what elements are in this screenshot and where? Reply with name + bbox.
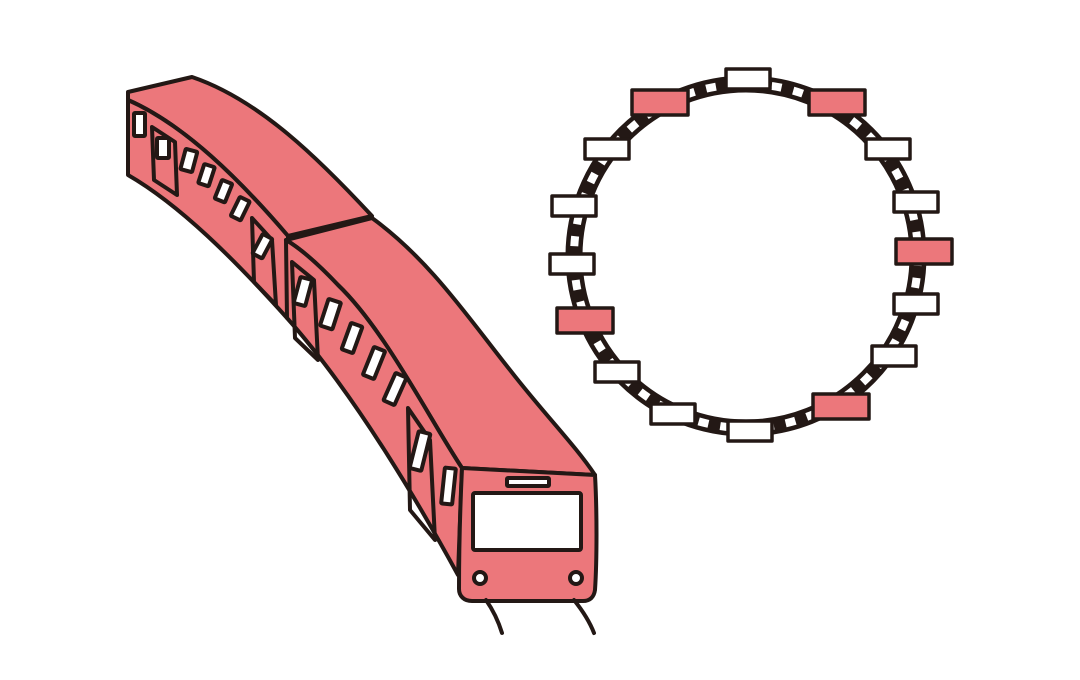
loop-block <box>550 194 598 218</box>
front-car-window <box>381 371 409 407</box>
loop-track <box>548 67 954 443</box>
loop-block <box>726 419 774 443</box>
rear-car-window <box>196 162 217 189</box>
rear-car-window <box>212 178 235 205</box>
loop-block-highlighted <box>630 88 690 117</box>
front-car-door <box>290 260 320 362</box>
loop-block <box>548 252 596 276</box>
front-car-window <box>339 321 365 355</box>
rear-car-window <box>250 232 275 261</box>
loop-block-highlighted <box>894 237 954 266</box>
train <box>126 75 599 635</box>
loop-block <box>583 137 631 161</box>
rail-right <box>572 598 596 635</box>
rear-car-window <box>155 136 171 160</box>
train-front-car <box>284 216 599 603</box>
rear-car-window <box>178 147 200 174</box>
loop-block <box>864 137 912 161</box>
front-car-window <box>439 465 458 507</box>
train-rear-car <box>126 75 374 320</box>
front-car-window <box>361 345 387 381</box>
loop-block-highlighted <box>555 306 615 335</box>
front-car-window <box>318 297 343 332</box>
front-car-window <box>407 429 433 473</box>
front-car-door <box>406 406 437 542</box>
rail-left <box>484 598 504 635</box>
headlight-right <box>568 570 584 586</box>
loop-block <box>870 344 918 368</box>
rear-car-window <box>229 195 252 223</box>
loop-block <box>892 292 940 316</box>
front-car-window <box>291 275 314 308</box>
loop-block-highlighted <box>807 88 867 117</box>
headlight-left <box>472 570 488 586</box>
loop-block-highlighted <box>811 392 871 421</box>
rear-car-window <box>132 111 147 138</box>
loop-block <box>593 360 641 384</box>
front-windshield <box>471 491 583 552</box>
loop-block <box>892 190 940 214</box>
loop-block <box>649 402 697 426</box>
destination-sign <box>505 476 551 488</box>
rear-car-door <box>250 216 278 307</box>
loop-block <box>724 67 772 91</box>
